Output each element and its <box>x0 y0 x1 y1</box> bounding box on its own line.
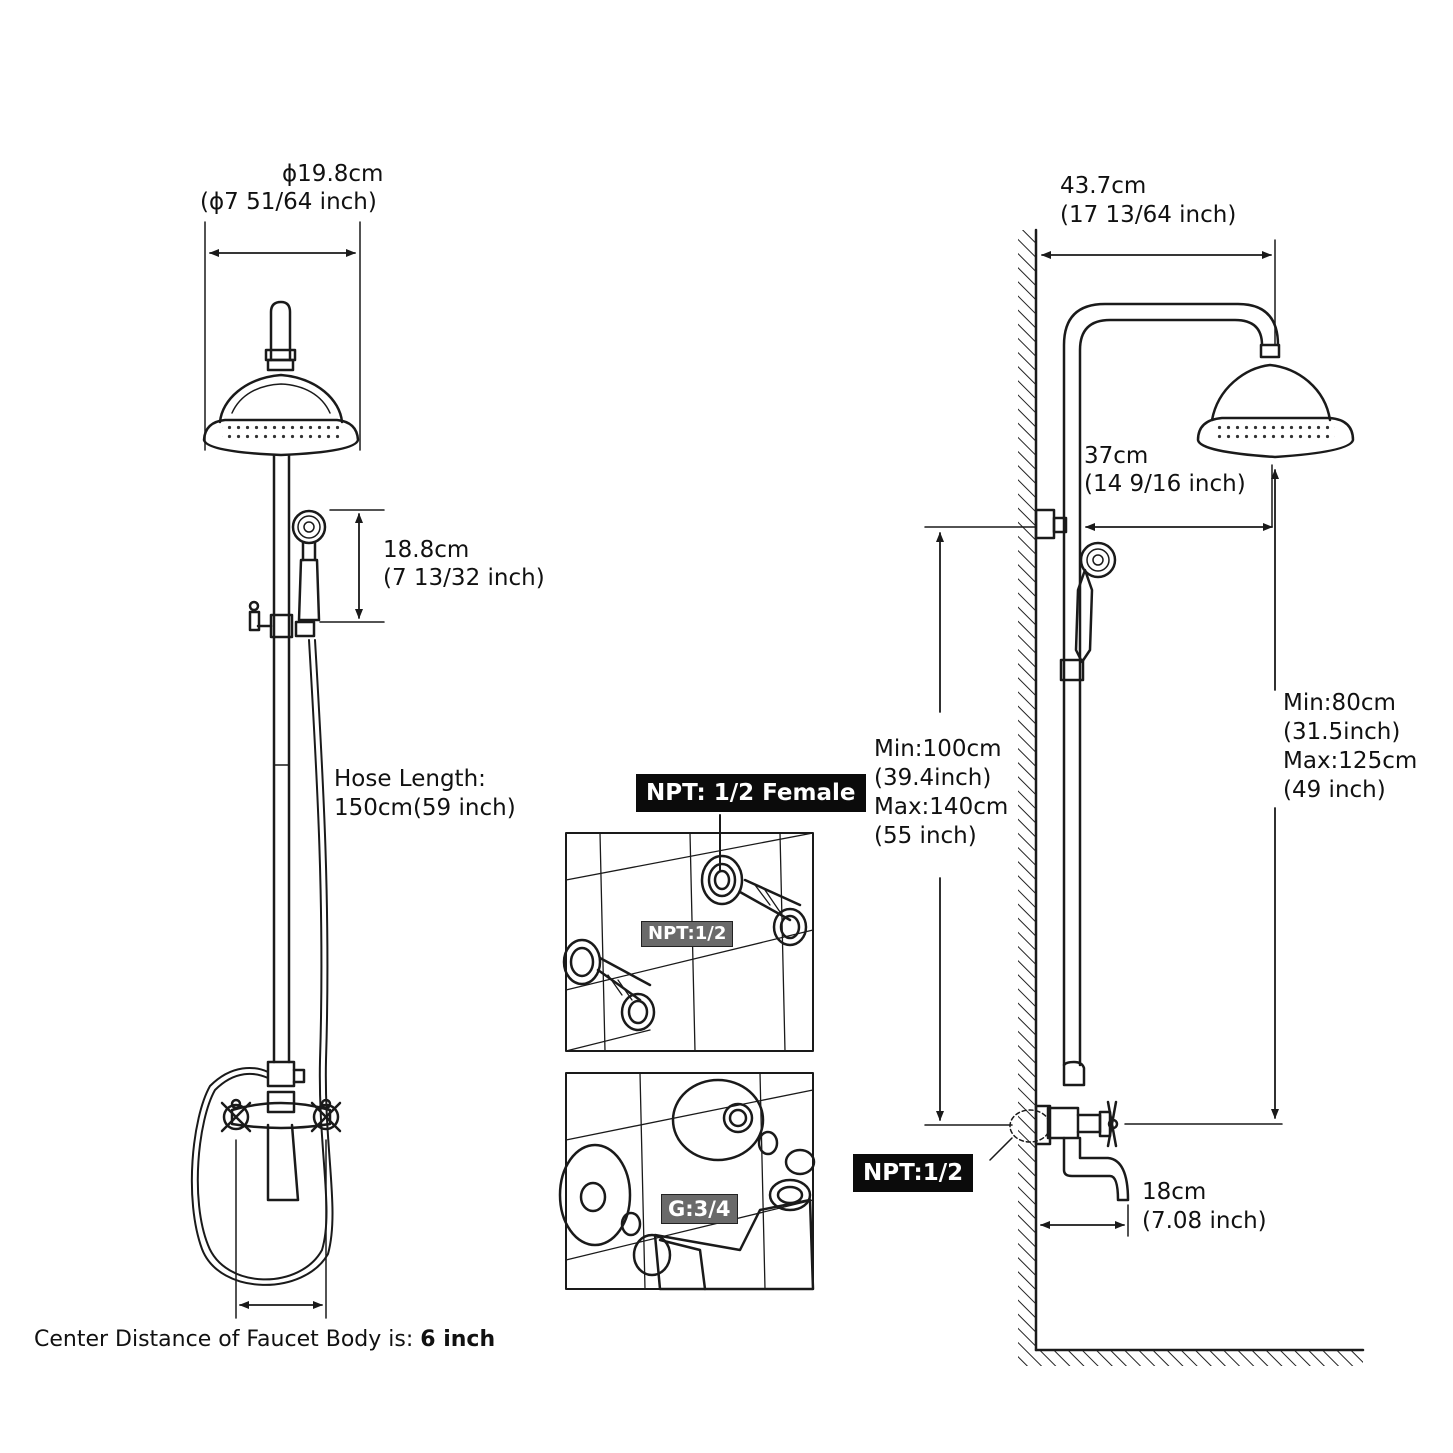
connector-inset-top <box>562 814 814 1052</box>
arm-reach-cm: 43.7cm <box>1060 173 1147 199</box>
head-height-max: Max:125cm <box>1283 748 1418 774</box>
head-diameter-cm: ϕ19.8cm <box>282 161 384 187</box>
head-height-min-inch: (31.5inch) <box>1283 719 1401 745</box>
mount-height-min: Min:100cm <box>874 736 1002 762</box>
mount-height-min-inch: (39.4inch) <box>874 765 992 791</box>
handset-length-inch: (7 13/32 inch) <box>383 565 545 591</box>
center-distance-prefix: Center Distance of Faucet Body is: <box>34 1327 421 1352</box>
head-diameter-inch: (ϕ7 51/64 inch) <box>200 189 377 215</box>
arm-reach-inch: (17 13/64 inch) <box>1060 202 1237 228</box>
front-view-shower <box>190 221 385 1319</box>
npt-female-callout: NPT: 1/2 Female <box>636 774 866 812</box>
head-height-min: Min:80cm <box>1283 690 1396 716</box>
hose-length-label: Hose Length: <box>334 766 486 792</box>
hose-length-value: 150cm(59 inch) <box>334 795 516 821</box>
head-height-max-inch: (49 inch) <box>1283 777 1386 803</box>
center-distance-value: 6 inch <box>420 1327 496 1352</box>
handset-length-cm: 18.8cm <box>383 537 470 563</box>
side-view-shower <box>924 228 1365 1366</box>
connector-inset-bottom <box>558 1072 816 1291</box>
spout-reach-inch: (7.08 inch) <box>1142 1208 1267 1234</box>
g-three-quarter-tag: G:3/4 <box>661 1194 738 1224</box>
inlet-npt-callout: NPT:1/2 <box>853 1154 974 1192</box>
spout-reach-cm: 18cm <box>1142 1179 1207 1205</box>
mount-height-max-inch: (55 inch) <box>874 823 977 849</box>
center-distance-caption: Center Distance of Faucet Body is: 6 inc… <box>34 1325 495 1355</box>
bracket-to-head-cm: 37cm <box>1084 443 1149 469</box>
bracket-to-head-inch: (14 9/16 inch) <box>1084 471 1246 497</box>
mount-height-max: Max:140cm <box>874 794 1009 820</box>
npt-inner-tag: NPT:1/2 <box>641 921 734 947</box>
